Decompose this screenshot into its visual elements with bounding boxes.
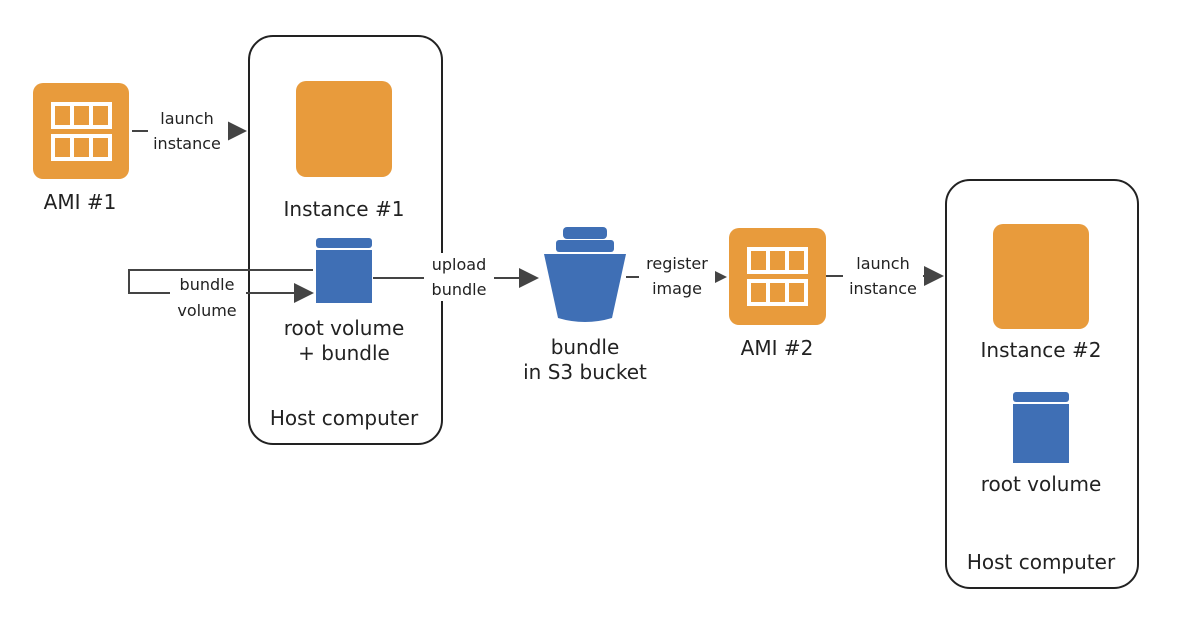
root-volume-2-icon [1013,392,1069,463]
register-image-label-line2: image [652,279,702,298]
host-computer-1-footer: Host computer [270,406,419,430]
root-volume-label-line1: root volume [284,316,405,340]
instance-1-icon [296,81,392,177]
register-image-label-line1: register [646,254,708,273]
root-volume-label-line2: + bundle [298,341,390,365]
s3-bucket-label-line2: in S3 bucket [523,360,647,384]
host-computer-2-footer: Host computer [967,550,1116,574]
launch-instance-label-2-line2: instance [849,279,917,298]
launch-instance-label-1-line1: launch [160,109,213,128]
upload-label-bg [424,253,494,301]
s3-bucket-label-line1: bundle [551,335,620,359]
instance-2-label: Instance #2 [981,338,1102,362]
instance-2-icon [993,224,1089,329]
s3-bucket-icon [544,227,626,322]
launch-instance-label-2-line1: launch [856,254,909,273]
ami-1-icon [33,83,129,179]
instance-1-label: Instance #1 [284,197,405,221]
root-volume-bundle-icon [316,238,372,303]
ami-2-label: AMI #2 [741,336,814,360]
root-volume-2-label: root volume [981,472,1102,496]
bundle-volume-label-line1: bundle [180,275,235,294]
launch-label-bg-1 [148,107,228,155]
upload-bundle-label-line2: bundle [432,280,487,299]
register-label-bg [639,252,715,300]
bundle-volume-label-bg [170,272,246,320]
launch-instance-label-1-line2: instance [153,134,221,153]
ami-1-label: AMI #1 [44,190,117,214]
bundle-volume-label-line2: volume [177,301,236,320]
ami-2-icon [729,228,826,325]
upload-bundle-label-line1: upload [432,255,487,274]
launch-label-bg-2 [843,252,923,300]
